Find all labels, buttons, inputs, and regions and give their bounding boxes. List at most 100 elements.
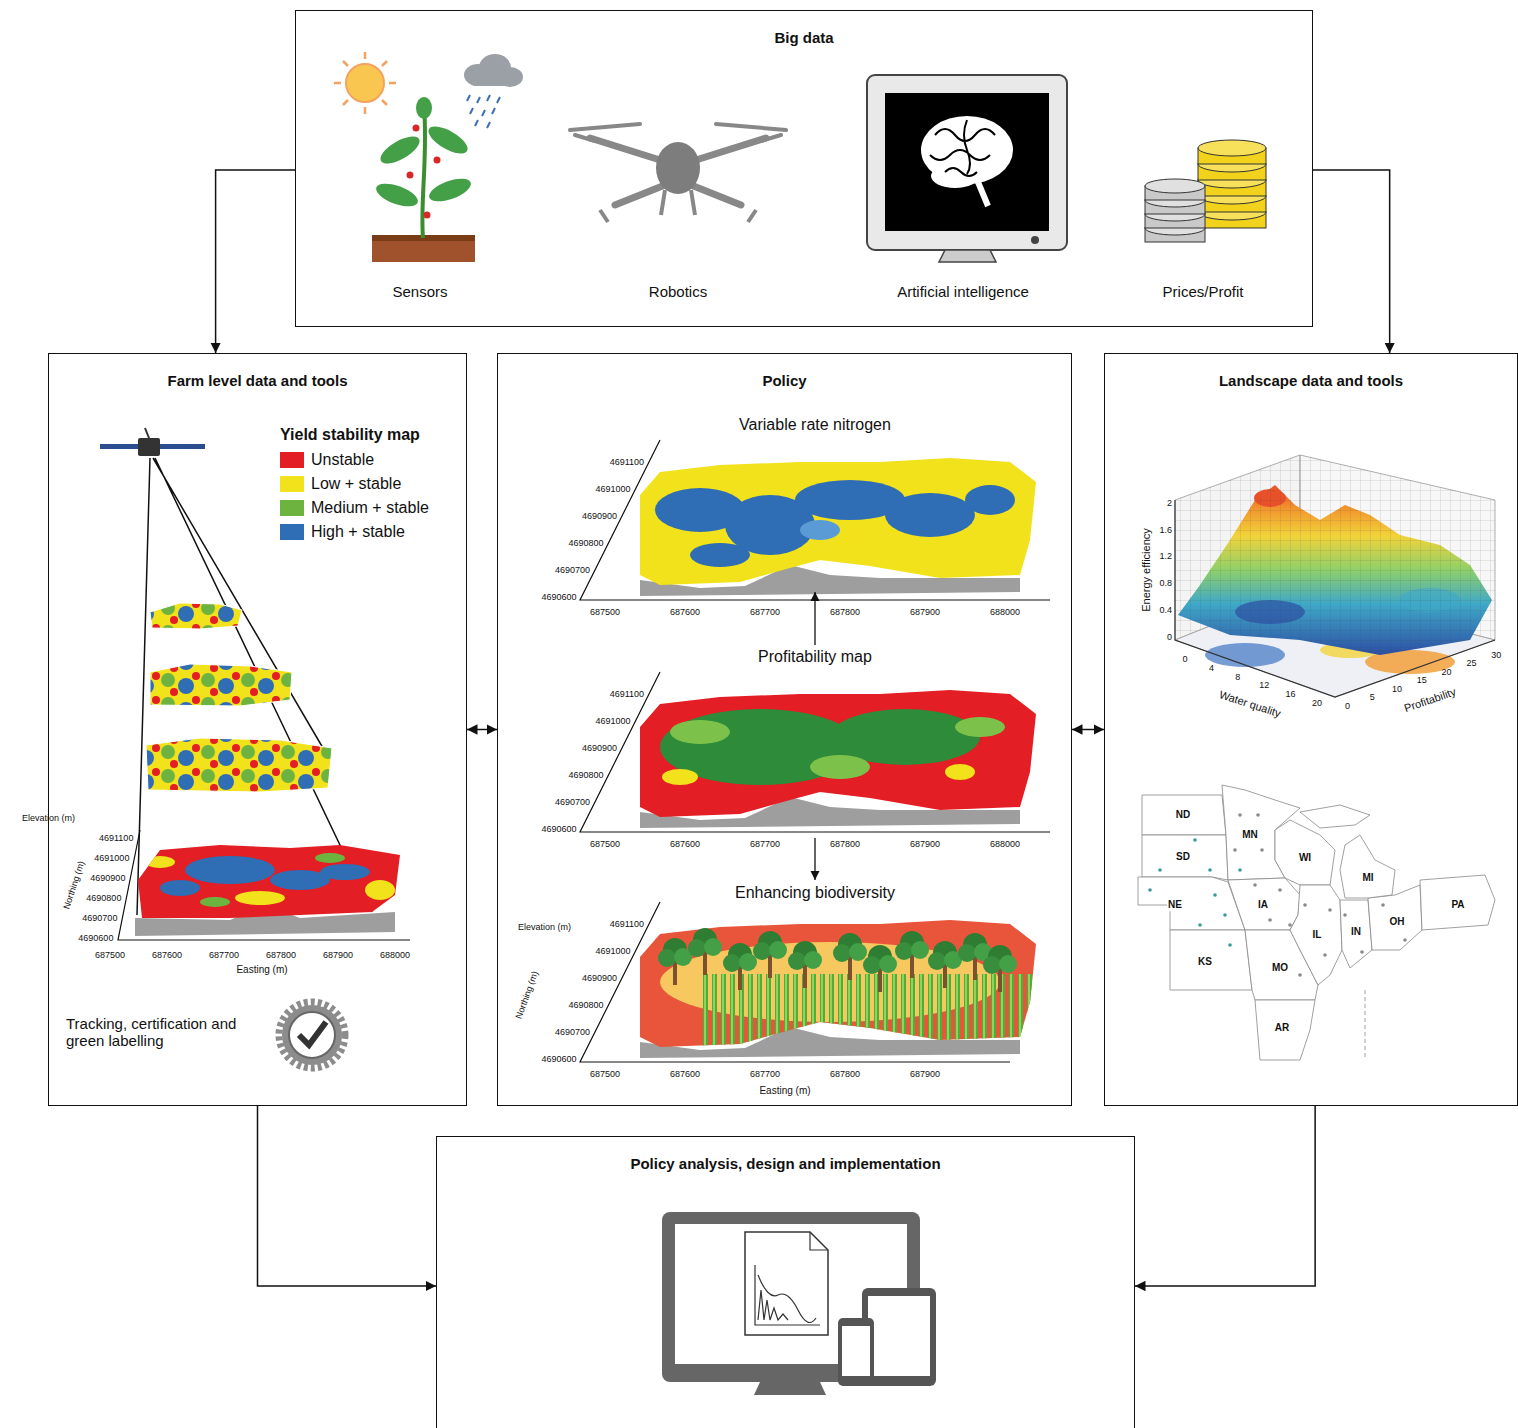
tick-label: 4690700 bbox=[82, 913, 117, 923]
profitability-map bbox=[945, 764, 975, 780]
tick-label: 20 bbox=[1312, 698, 1322, 708]
tick-label: 4690600 bbox=[78, 933, 113, 943]
tick-label: 688000 bbox=[990, 607, 1020, 617]
ai-monitor-icon bbox=[1031, 236, 1039, 244]
plant-sensor-icon bbox=[424, 121, 471, 159]
tick-label: 687700 bbox=[209, 950, 239, 960]
state-label: IA bbox=[1257, 899, 1269, 911]
legend-text: Medium + stable bbox=[311, 499, 429, 517]
tick-label: 4690900 bbox=[90, 873, 125, 883]
tick-label: 0 bbox=[1167, 632, 1172, 642]
state-map bbox=[1275, 820, 1335, 885]
tick-label: 687500 bbox=[590, 1069, 620, 1079]
devices-icon bbox=[810, 1232, 828, 1250]
big-data-panel: Big data bbox=[295, 10, 1313, 327]
tick-label: 4691000 bbox=[595, 946, 630, 956]
devices-icon bbox=[868, 1296, 930, 1376]
map-dots bbox=[1238, 813, 1242, 817]
tick-label: 4690700 bbox=[555, 797, 590, 807]
surface-plot bbox=[1178, 485, 1492, 655]
tick-label: 687500 bbox=[590, 839, 620, 849]
panel-title: Landscape data and tools bbox=[1105, 372, 1517, 390]
map-dots bbox=[1233, 813, 1407, 977]
state-label: WI bbox=[1298, 852, 1312, 864]
tick-label: 687900 bbox=[323, 950, 353, 960]
ai-monitor-icon bbox=[939, 250, 996, 262]
ai-monitor-icon bbox=[885, 93, 1049, 231]
tick-label: 10 bbox=[1392, 684, 1402, 694]
legend-row: Low + stable bbox=[280, 475, 401, 493]
farm-yield-map bbox=[185, 856, 275, 884]
tick-label: 687900 bbox=[910, 839, 940, 849]
map-dots bbox=[1278, 888, 1282, 892]
plot-title: Enhancing biodiversity bbox=[735, 884, 895, 902]
profitability-map bbox=[580, 672, 1050, 832]
tick-label: 0 bbox=[1182, 654, 1187, 664]
connector-arrow bbox=[258, 1106, 437, 1286]
devices-icon bbox=[755, 1265, 820, 1325]
legend-text: High + stable bbox=[311, 523, 405, 541]
connector-arrow bbox=[216, 170, 295, 353]
state-label: SD bbox=[1175, 851, 1191, 863]
plant-sensor-icon bbox=[434, 157, 441, 164]
sun-icon bbox=[334, 52, 396, 114]
rain-cloud-icon bbox=[467, 95, 500, 128]
trees bbox=[658, 938, 692, 985]
drone-icon bbox=[570, 124, 786, 222]
map-dots bbox=[1365, 990, 1366, 1060]
flow-arrows bbox=[814, 592, 815, 645]
state-label: OH bbox=[1389, 916, 1406, 928]
biodiversity-map bbox=[580, 902, 1036, 1062]
tick-label: 20 bbox=[1442, 667, 1452, 677]
tick-label: 4691000 bbox=[595, 484, 630, 494]
tick-label: 15 bbox=[1417, 675, 1427, 685]
axis-lines bbox=[118, 830, 410, 940]
map-dots bbox=[1303, 903, 1307, 907]
tick-label: 4691100 bbox=[610, 457, 644, 467]
tick-label: 687700 bbox=[750, 607, 780, 617]
tick-label: 0 bbox=[1345, 701, 1350, 711]
plant-sensor-icon bbox=[372, 97, 475, 262]
map-dots bbox=[1228, 943, 1232, 947]
legend-text: Unstable bbox=[311, 451, 374, 469]
ai-monitor-icon bbox=[867, 75, 1067, 250]
plant-sensor-icon bbox=[416, 97, 432, 119]
surface-plot bbox=[1178, 485, 1492, 655]
flow-arrows bbox=[815, 592, 816, 880]
profitability-map bbox=[670, 720, 730, 744]
farm-yield-map bbox=[315, 853, 345, 863]
state-map bbox=[1142, 835, 1228, 880]
trees bbox=[833, 933, 867, 980]
tick-label: 25 bbox=[1466, 658, 1476, 668]
profitability-map bbox=[660, 709, 1005, 785]
tick-label: 4 bbox=[1209, 663, 1214, 673]
farm-yield-map bbox=[200, 897, 230, 907]
farm-yield-map bbox=[235, 891, 285, 905]
profitability-map bbox=[640, 690, 1036, 817]
map-dots bbox=[1360, 950, 1364, 954]
state-map bbox=[1170, 930, 1252, 990]
drone-icon bbox=[661, 190, 695, 215]
variable-rate-nitrogen-map bbox=[580, 440, 1050, 600]
certification-badge bbox=[289, 1012, 335, 1058]
map-dots bbox=[1328, 908, 1332, 912]
tick-label: 16 bbox=[1286, 689, 1296, 699]
trees bbox=[688, 928, 722, 975]
state-map bbox=[1420, 875, 1495, 930]
axis-lines bbox=[118, 830, 410, 940]
plant-sensor-icon bbox=[424, 212, 431, 219]
state-map bbox=[1300, 805, 1370, 828]
panel-title: Big data bbox=[296, 29, 1312, 47]
icon-caption: Sensors bbox=[392, 283, 447, 300]
tick-label: 687800 bbox=[830, 839, 860, 849]
map-dots bbox=[1148, 813, 1407, 1060]
tick-label: 687600 bbox=[670, 607, 700, 617]
certification-badge bbox=[299, 1022, 326, 1045]
state-map bbox=[1142, 795, 1226, 835]
farm-yield-map bbox=[138, 845, 400, 918]
farm-yield-map bbox=[160, 880, 200, 896]
devices-icon bbox=[754, 1382, 826, 1395]
state-label: IN bbox=[1350, 926, 1362, 938]
